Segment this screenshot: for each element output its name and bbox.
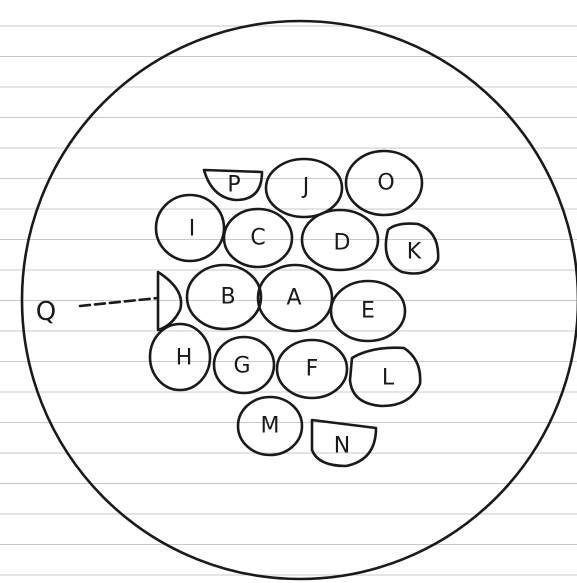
- cell-label-l: L: [382, 366, 395, 391]
- cell-label-a: A: [286, 286, 301, 311]
- cell-l: L: [350, 348, 420, 406]
- pointer-label-q: Q: [36, 297, 56, 327]
- cell-i: I: [156, 195, 224, 261]
- cell-h: H: [150, 324, 210, 390]
- cell-e: E: [331, 281, 405, 341]
- cell-p: P: [204, 170, 262, 200]
- cell-label-e: E: [361, 299, 375, 324]
- cell-g: G: [214, 337, 274, 393]
- cell-o: O: [346, 151, 422, 215]
- pointer-line: [80, 298, 158, 306]
- cell-c: C: [224, 209, 292, 267]
- cell-label-b: B: [220, 285, 235, 310]
- cell-m: M: [238, 397, 302, 455]
- cell-label-m: M: [261, 414, 280, 439]
- cell-label-h: H: [176, 346, 193, 371]
- cell-label-g: G: [233, 354, 250, 379]
- cell-label-i: I: [189, 217, 196, 242]
- cell-j: J: [266, 159, 342, 217]
- cell-a: A: [258, 265, 332, 331]
- cell-label-d: D: [334, 231, 351, 256]
- cell-label-c: C: [250, 226, 265, 251]
- cell-label-o: O: [377, 171, 394, 196]
- cell-b: B: [187, 265, 261, 329]
- cell-f: F: [277, 340, 347, 398]
- cell-label-n: N: [334, 434, 350, 459]
- cell-label-j: J: [301, 175, 310, 200]
- cell-label-k: K: [407, 240, 422, 265]
- cell-n: N: [312, 420, 376, 466]
- cell-label-f: F: [306, 357, 319, 382]
- cell-label-p: P: [227, 173, 240, 198]
- cell-k: K: [386, 224, 438, 274]
